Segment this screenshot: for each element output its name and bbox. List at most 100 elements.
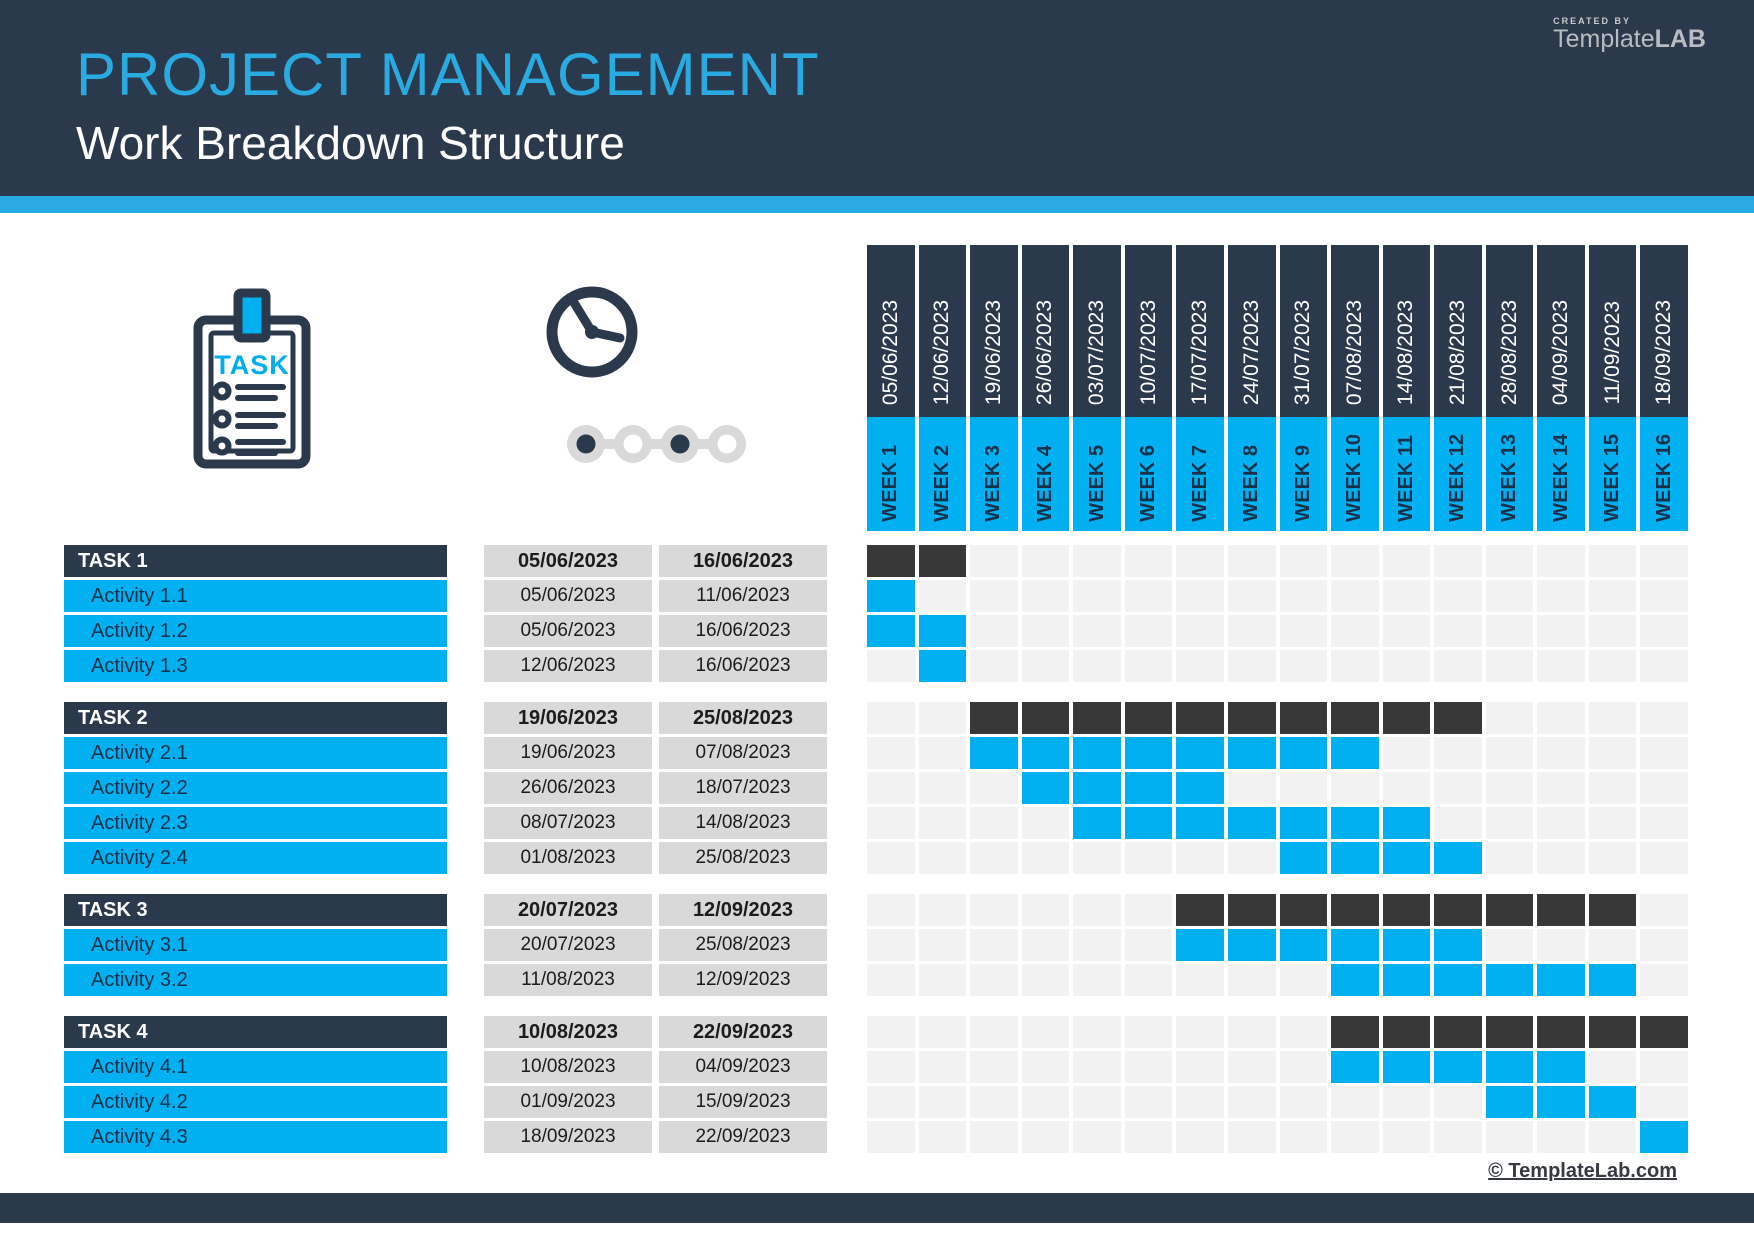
gantt-bar-cell [1227, 702, 1276, 734]
gantt-empty-cell [1331, 1121, 1379, 1153]
templatelab-credit-link[interactable]: © TemplateLab.com [1488, 1160, 1677, 1182]
gantt-bar-cell [1331, 737, 1379, 769]
spacer [827, 964, 867, 996]
week-date-text: 05/06/2023 [878, 299, 902, 405]
gantt-bar-cell [1537, 894, 1585, 926]
gantt-empty-cell [867, 650, 915, 682]
gantt-empty-cell [918, 842, 967, 874]
gantt-empty-cell [1382, 615, 1431, 647]
gantt-empty-cell [1073, 1121, 1121, 1153]
spacer [652, 702, 659, 734]
gantt-empty-cell [1331, 545, 1379, 577]
gantt-empty-cell [1485, 737, 1534, 769]
gantt-bar-cell [1588, 894, 1637, 926]
header-accent-stripe [0, 196, 1754, 213]
gantt-empty-cell [1176, 545, 1224, 577]
gantt-empty-cell [1124, 650, 1173, 682]
gantt-bar-cell [1640, 1121, 1688, 1153]
gantt-empty-cell [867, 842, 915, 874]
gantt-empty-cell [1382, 545, 1431, 577]
week-label-text: WEEK 3 [982, 445, 1005, 522]
gantt-empty-cell [1434, 545, 1482, 577]
gantt-bar-cell [1588, 964, 1637, 996]
gantt-empty-cell [1434, 1121, 1482, 1153]
gantt-bar-cell [1382, 702, 1431, 734]
spacer [652, 1051, 659, 1083]
activity-label: Activity 3.2 [64, 964, 447, 996]
gantt-bar-cell [1227, 807, 1276, 839]
gantt-bar-cell [1331, 1016, 1379, 1048]
gantt-empty-cell [970, 1016, 1018, 1048]
spacer [827, 842, 867, 874]
gantt-empty-cell [1021, 1121, 1070, 1153]
gantt-bar-cell [1073, 772, 1121, 804]
end-date-cell: 25/08/2023 [659, 842, 827, 874]
week-date-text: 28/08/2023 [1497, 299, 1521, 405]
gantt-empty-cell [1434, 772, 1482, 804]
gantt-empty-cell [1382, 1121, 1431, 1153]
activity-label: Activity 2.1 [64, 737, 447, 769]
gantt-bar-cell [1588, 1016, 1637, 1048]
activity-label: Activity 2.4 [64, 842, 447, 874]
spacer [827, 650, 867, 682]
gantt-bar-cell [867, 545, 915, 577]
gantt-row [867, 615, 1688, 647]
gantt-empty-cell [1588, 842, 1637, 874]
gantt-bar-cell [1279, 807, 1328, 839]
gantt-bar-cell [1331, 929, 1379, 961]
spacer [447, 702, 484, 734]
gantt-empty-cell [1073, 1051, 1121, 1083]
start-date-cell: 19/06/2023 [484, 737, 652, 769]
spacer [827, 1086, 867, 1118]
gantt-empty-cell [1640, 842, 1688, 874]
week-label-text: WEEK 14 [1549, 434, 1572, 522]
gantt-empty-cell [1279, 650, 1328, 682]
gantt-empty-cell [1588, 1121, 1637, 1153]
gantt-bar-cell [1485, 1086, 1534, 1118]
gantt-empty-cell [1537, 650, 1585, 682]
week-label-cell: WEEK 5 [1073, 417, 1121, 531]
gantt-empty-cell [1021, 964, 1070, 996]
spacer [652, 615, 659, 647]
gantt-empty-cell [1021, 1086, 1070, 1118]
gantt-empty-cell [867, 929, 915, 961]
start-date-cell: 05/06/2023 [484, 615, 652, 647]
activity-label: Activity 4.2 [64, 1086, 447, 1118]
spacer [827, 737, 867, 769]
gantt-bar-cell [1124, 772, 1173, 804]
gantt-bar-cell [1073, 702, 1121, 734]
gantt-empty-cell [1279, 1121, 1328, 1153]
spacer [827, 615, 867, 647]
gantt-empty-cell [1640, 702, 1688, 734]
start-date-cell: 05/06/2023 [484, 545, 652, 577]
start-date-cell: 10/08/2023 [484, 1016, 652, 1048]
spacer [447, 1121, 484, 1153]
week-label-text: WEEK 2 [930, 445, 953, 522]
gantt-empty-cell [1588, 737, 1637, 769]
week-date-cell: 31/07/2023 [1279, 245, 1328, 417]
gantt-empty-cell [1227, 650, 1276, 682]
spacer [652, 964, 659, 996]
gantt-empty-cell [1382, 1086, 1431, 1118]
gantt-empty-cell [1021, 580, 1070, 612]
gantt-empty-cell [970, 807, 1018, 839]
gantt-empty-cell [918, 737, 967, 769]
gantt-empty-cell [918, 772, 967, 804]
week-label-cell: WEEK 7 [1176, 417, 1224, 531]
week-date-cell: 14/08/2023 [1382, 245, 1431, 417]
spacer [827, 807, 867, 839]
week-label-text: WEEK 6 [1137, 445, 1160, 522]
end-date-cell: 22/09/2023 [659, 1016, 827, 1048]
gantt-bar-cell [1640, 1016, 1688, 1048]
gantt-bar-cell [918, 545, 967, 577]
gantt-empty-cell [1021, 842, 1070, 874]
logo-brand-template: Template [1553, 25, 1655, 53]
week-label-cell: WEEK 4 [1021, 417, 1070, 531]
gantt-empty-cell [1073, 1016, 1121, 1048]
task-label: TASK 1 [64, 545, 447, 577]
spacer [827, 772, 867, 804]
week-label-cell: WEEK 14 [1537, 417, 1585, 531]
